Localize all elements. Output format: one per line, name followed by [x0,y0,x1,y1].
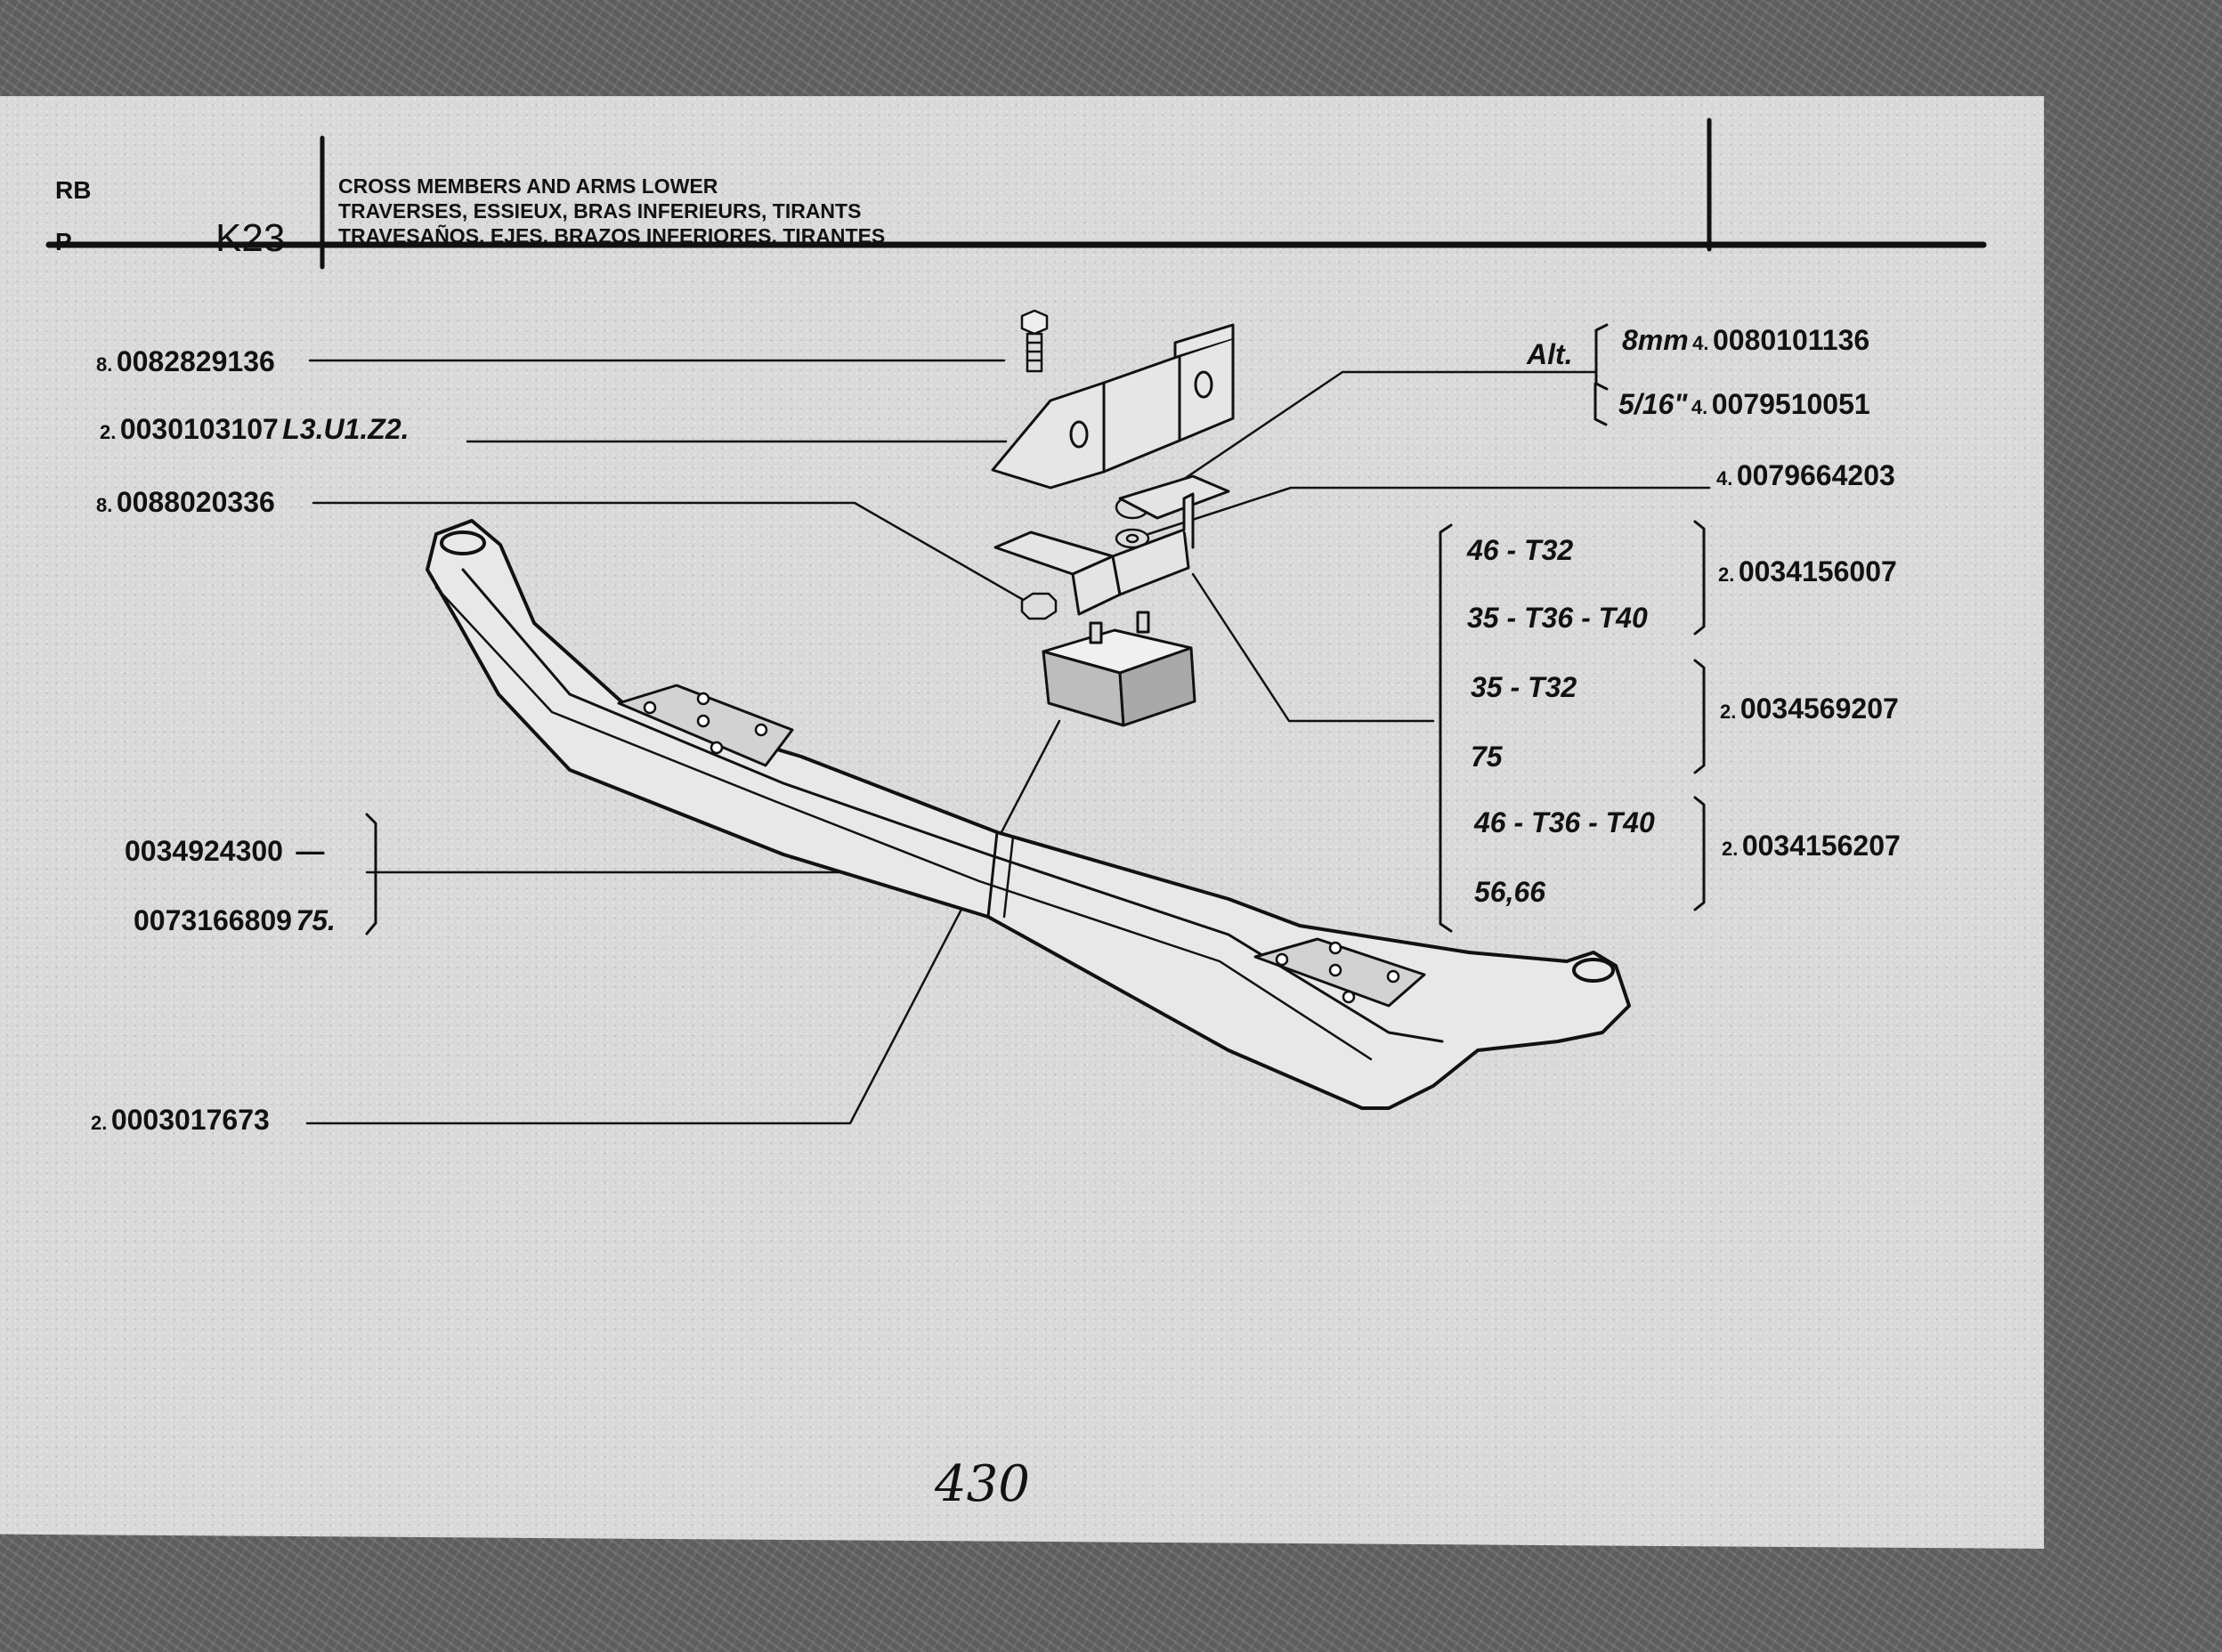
callout-group1: 2. 0034156007 [1718,555,1897,587]
brace-group2 [1693,659,1706,774]
title-english: CROSS MEMBERS AND ARMS LOWER [338,174,718,198]
brace-alt [1594,323,1609,391]
brace-group3 [1693,796,1706,911]
callout-group3: 2. 0034156207 [1722,830,1901,862]
callout-group2: 2. 0034569207 [1720,692,1899,725]
callout-rubber-block: 2. 0003017673 [91,1104,270,1136]
group3-models-b: 56,66 [1474,876,1546,908]
group3-models-a: 46 - T36 - T40 [1474,806,1655,838]
code-rb: RB [55,176,92,204]
bracket-part [991,323,1235,490]
support-plate-part [993,474,1230,616]
rubber-block-part [1042,611,1196,727]
callout-alt-b: 5/16" 4. 0079510051 [1618,388,1870,420]
leader-washer [1147,486,1711,536]
callout-bolt: 8. 0082829136 [96,345,275,377]
brace-models-left [1439,523,1453,933]
brace-group1 [1693,520,1706,636]
code-p: P [55,228,72,255]
callout-nut: 8. 0088020336 [96,486,275,518]
alt-label: Alt. [1527,338,1573,370]
title-french: TRAVERSES, ESSIEUX, BRAS INFERIEURS, TIR… [338,199,862,223]
brace-alt-lower [1594,382,1608,426]
page-number: 430 [935,1455,1030,1513]
leader-alt-bolt [1160,370,1597,496]
group1-models-b: 35 - T36 - T40 [1467,602,1648,634]
leader-support [1191,572,1435,723]
callout-alt-a: 8mm 4. 0080101136 [1622,324,1870,356]
brace-crossmember [365,813,377,935]
bolt-part [1020,309,1049,373]
group1-models-a: 46 - T32 [1467,534,1574,566]
group2-models-b: 75 [1471,741,1503,773]
title-spanish: TRAVESAÑOS, EJES, BRAZOS INFERIORES, TIR… [338,224,886,247]
group2-models-a: 35 - T32 [1471,671,1577,703]
leader-nut [312,501,1034,607]
nut-part [1020,495,1150,620]
crossmember-part [426,519,1631,1110]
callout-crossmember-a: 0034924300 — [125,835,325,867]
callout-bracket: 2. 0030103107 L3.U1.Z2. [100,413,410,445]
callout-crossmember-b: 0073166809 75. [134,904,336,936]
callout-washer: 4. 0079664203 [1716,459,1895,491]
section-code: K23 [215,216,286,260]
